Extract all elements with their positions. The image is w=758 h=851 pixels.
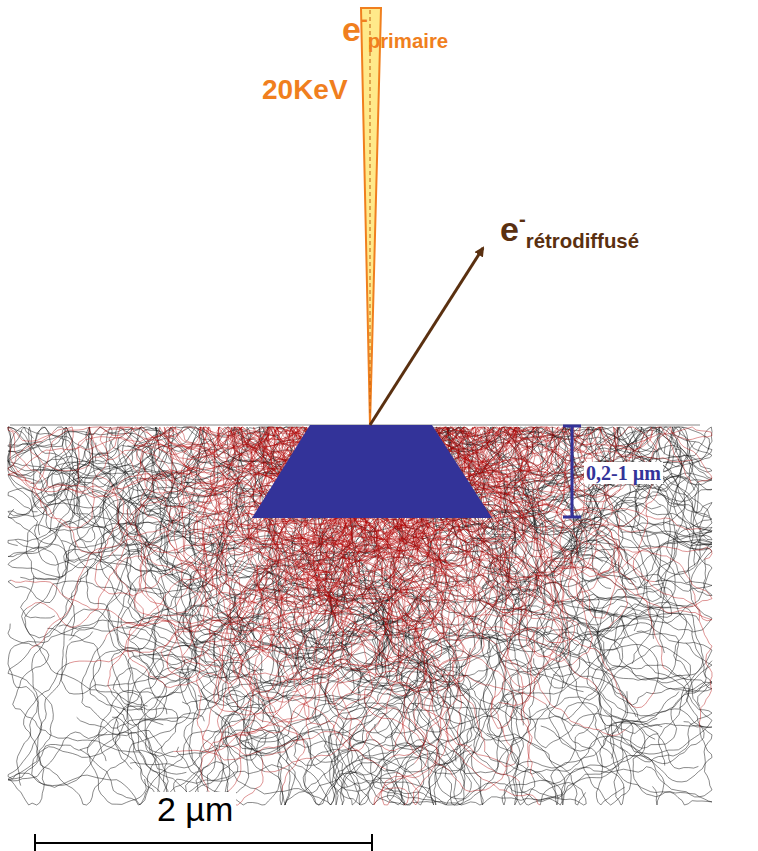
trajectory	[604, 534, 712, 707]
interaction-volume	[252, 425, 492, 518]
trajectory	[350, 629, 637, 800]
trajectory	[199, 603, 332, 710]
dimension-text: 0,2-1 µm	[586, 462, 661, 484]
trajectory	[22, 499, 305, 638]
trajectory	[8, 632, 93, 806]
scale-bar	[35, 834, 372, 851]
trajectory	[238, 626, 396, 805]
label-subscript: rétrodiffusé	[526, 230, 639, 252]
trajectory	[549, 617, 712, 751]
trajectory	[502, 691, 628, 805]
beam-axis	[370, 10, 371, 415]
trajectory	[553, 427, 713, 655]
dimension-text: 2 µm	[157, 790, 233, 828]
depth-dimension: 0,2-1 µm	[584, 462, 663, 484]
trajectory	[519, 596, 662, 734]
charge-sign: -	[361, 8, 368, 30]
electron-symbol: e	[500, 210, 519, 248]
trajectory	[169, 665, 355, 805]
trajectory	[32, 719, 265, 786]
trajectory	[278, 658, 541, 805]
energy-label: 20KeV	[262, 76, 348, 104]
trajectory	[8, 480, 82, 603]
electron-symbol: e	[342, 10, 361, 48]
trajectory	[541, 615, 631, 805]
trajectory	[502, 606, 712, 720]
trajectory	[503, 605, 704, 763]
trajectory	[112, 613, 212, 722]
trajectory	[59, 625, 203, 805]
backscatter-arrow	[370, 248, 483, 425]
depth-bar	[563, 426, 581, 517]
trajectory	[34, 521, 189, 579]
trajectory	[562, 703, 712, 805]
trajectory	[8, 427, 263, 514]
electron-trajectories	[8, 426, 712, 805]
primary-beam	[361, 8, 381, 425]
inner-trajectories	[8, 426, 712, 805]
trajectory	[47, 524, 225, 710]
label-subscript: primaire	[368, 30, 448, 52]
beam-energy: 20KeV	[262, 74, 348, 105]
charge-sign: -	[519, 208, 526, 230]
scale-label: 2 µm	[154, 792, 236, 826]
trajectory	[127, 575, 243, 681]
trajectory	[432, 623, 712, 676]
trajectory	[487, 644, 658, 805]
trajectory	[351, 674, 543, 805]
trajectory	[570, 427, 712, 591]
trajectory	[381, 739, 587, 805]
primary-electron-label: e-primaire	[342, 12, 448, 46]
backscattered-electron-label: e-rétrodiffusé	[500, 212, 639, 246]
trajectory	[244, 731, 424, 805]
trajectory	[564, 589, 713, 754]
